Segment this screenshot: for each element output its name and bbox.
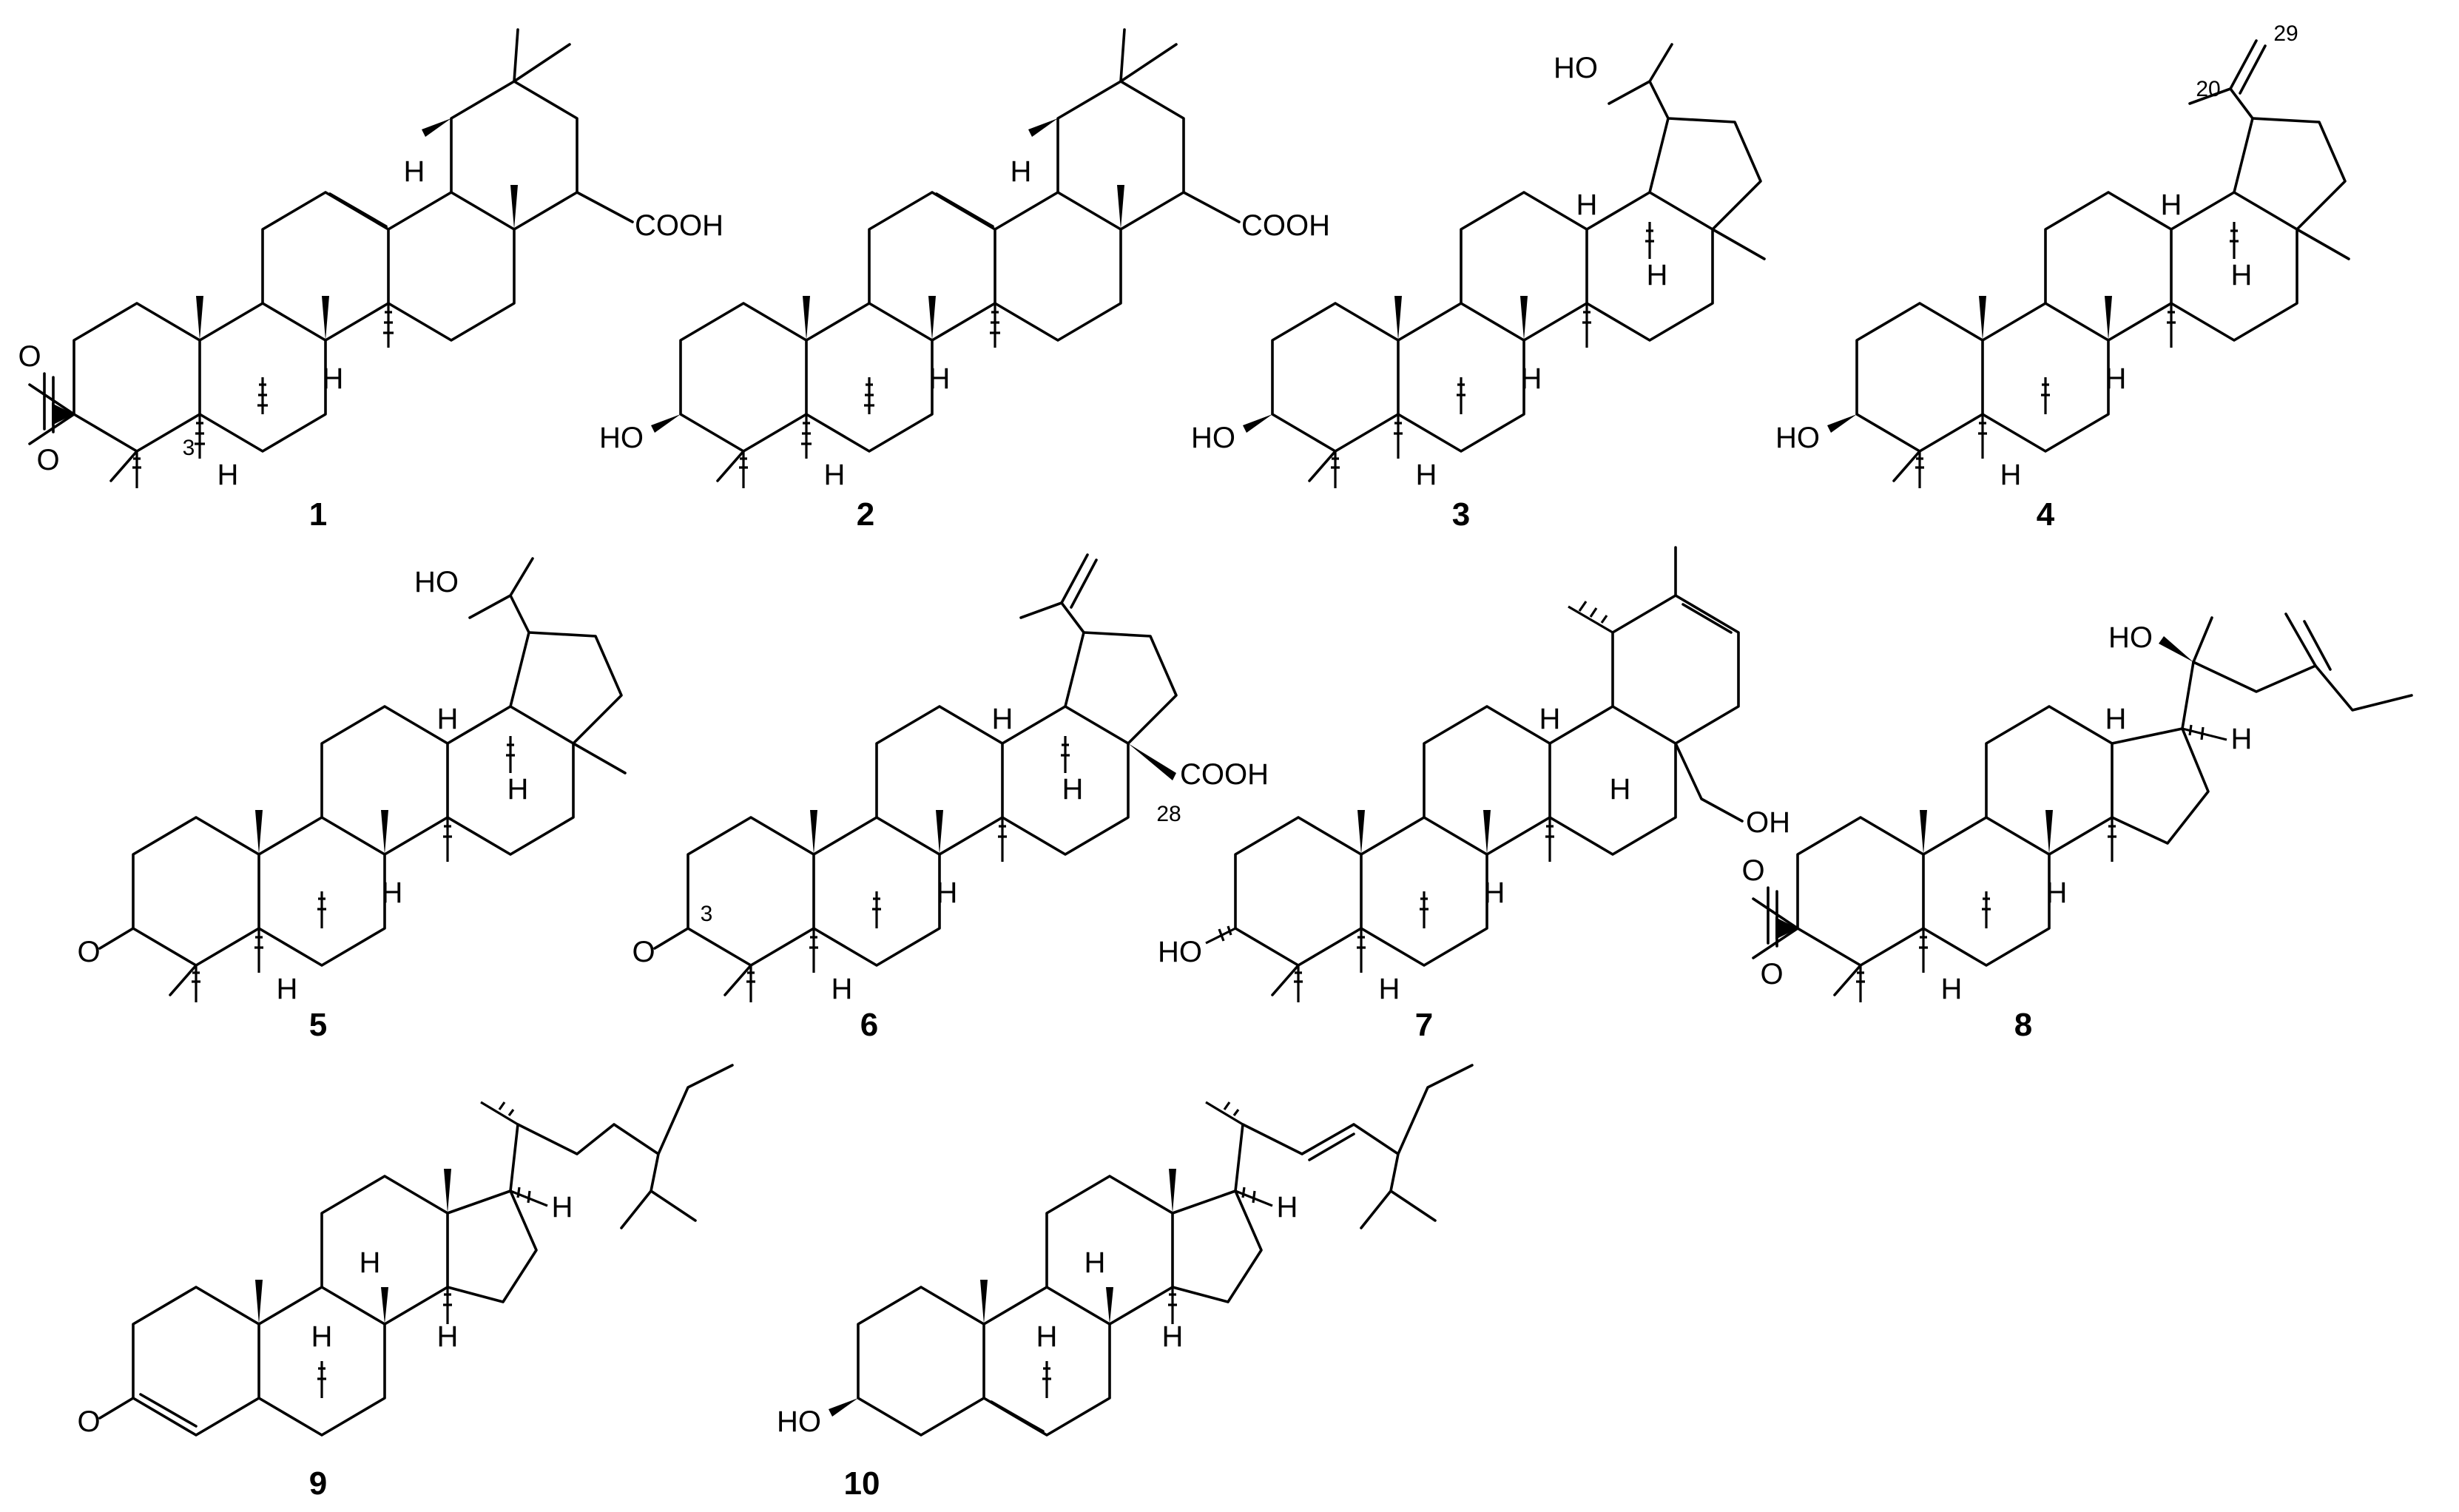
compound-number: 1 xyxy=(309,496,327,533)
compound-8-structure: O O HO H H H H 8 xyxy=(1741,612,2413,1043)
atom-label: H xyxy=(1011,155,1032,188)
atom-label: H xyxy=(824,459,846,491)
atom-label: H xyxy=(1576,189,1598,221)
atom-label: H xyxy=(1062,773,1084,806)
atom-label: H xyxy=(1162,1320,1184,1353)
atom-label: O xyxy=(632,936,655,968)
atom-label: HO xyxy=(777,1405,821,1438)
atom-label: OH xyxy=(1746,806,1790,839)
atom-label: H xyxy=(404,155,425,188)
atom-label: H xyxy=(2105,703,2127,735)
atom-label: H xyxy=(217,459,239,491)
compound-4-structure: 29 20 HO H H H H 4 xyxy=(1775,21,2350,533)
locant-label: 28 xyxy=(1156,802,1181,826)
locant-label: 3 xyxy=(701,902,713,926)
compound-number: 6 xyxy=(860,1007,878,1043)
atom-label: HO xyxy=(2108,621,2153,654)
compound-1-structure: O O 3 H H H COOH 1 xyxy=(18,28,723,533)
atom-label: H xyxy=(1941,973,1963,1005)
atom-label: H xyxy=(437,703,459,735)
compound-10-structure: HO H H H H 10 xyxy=(777,1064,1474,1502)
atom-label: HO xyxy=(1554,52,1598,84)
atom-label: H xyxy=(437,1320,459,1353)
atom-label: H xyxy=(382,877,403,909)
atom-label: H xyxy=(2000,459,2022,491)
atom-label: H xyxy=(552,1191,573,1224)
locant-label: 3 xyxy=(183,436,195,460)
atom-label: HO xyxy=(1775,422,1820,454)
compound-3-structure: HO HO H H H H 3 xyxy=(1191,43,1766,533)
compound-5-structure: HO O H H H H 5 xyxy=(77,557,627,1043)
atom-label: O xyxy=(1760,958,1783,990)
atom-label: HO xyxy=(414,566,459,598)
atom-label: H xyxy=(1277,1191,1298,1224)
atom-label: H xyxy=(507,773,529,806)
compound-number: 7 xyxy=(1415,1007,1433,1043)
compound-7-structure: HO OH H H H H 7 xyxy=(1158,546,1790,1043)
compound-number: 8 xyxy=(2014,1007,2032,1043)
atom-label: H xyxy=(992,703,1013,735)
atom-label: H xyxy=(1521,362,1542,395)
atom-label: HO xyxy=(1191,422,1235,454)
atom-label: H xyxy=(360,1246,381,1279)
atom-label: O xyxy=(18,340,41,373)
atom-label: H xyxy=(323,362,344,395)
compound-number: 5 xyxy=(309,1007,327,1043)
atom-label: H xyxy=(1610,773,1631,806)
compound-number: 3 xyxy=(1452,496,1470,533)
compound-6-structure: COOH 28 3 O H H H H 6 xyxy=(632,553,1269,1043)
atom-label: COOH xyxy=(635,209,723,242)
atom-label: H xyxy=(1539,703,1561,735)
compound-number: 4 xyxy=(2037,496,2055,533)
atom-label: COOH xyxy=(1241,209,1330,242)
compound-number: 10 xyxy=(844,1465,880,1502)
compound-9-structure: O H H H H 9 xyxy=(77,1064,734,1502)
atom-label: O xyxy=(77,936,100,968)
compound-number: 9 xyxy=(309,1465,327,1502)
atom-label: HO xyxy=(1158,936,1202,968)
atom-label: H xyxy=(311,1320,333,1353)
atom-label: H xyxy=(277,973,298,1005)
locant-label: 29 xyxy=(2273,21,2298,46)
atom-label: H xyxy=(1036,1320,1058,1353)
atom-label: O xyxy=(36,444,59,476)
atom-label: H xyxy=(2046,877,2068,909)
compound-2-structure: HO H H H COOH 2 xyxy=(599,28,1330,533)
atom-label: H xyxy=(1484,877,1505,909)
atom-label: H xyxy=(1416,459,1437,491)
atom-label: HO xyxy=(599,422,644,454)
atom-label: H xyxy=(2105,362,2127,395)
atom-label: H xyxy=(1085,1246,1106,1279)
atom-label: H xyxy=(1379,973,1400,1005)
locant-label: 20 xyxy=(2196,77,2220,101)
compound-number: 2 xyxy=(857,496,874,533)
atom-label: H xyxy=(832,973,853,1005)
atom-label: H xyxy=(2231,723,2253,755)
atom-label: COOH xyxy=(1180,758,1269,791)
atom-label: O xyxy=(77,1405,100,1438)
atom-label: H xyxy=(2231,259,2253,291)
atom-label: H xyxy=(1647,259,1668,291)
atom-label: H xyxy=(937,877,958,909)
atom-label: O xyxy=(1741,854,1764,887)
atom-label: H xyxy=(929,362,951,395)
atom-label: H xyxy=(2161,189,2182,221)
